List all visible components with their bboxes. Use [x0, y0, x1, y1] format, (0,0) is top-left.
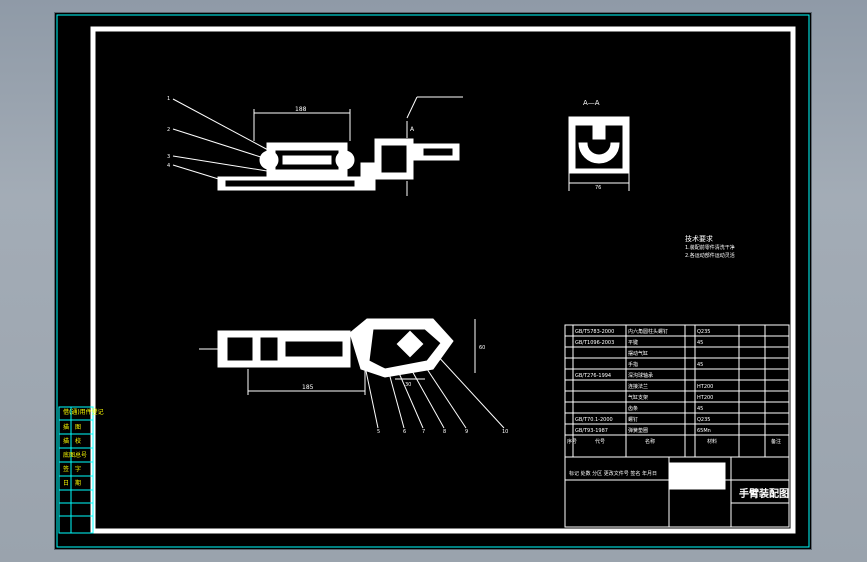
side-label-4: 底图总号 [63, 451, 87, 459]
side-label-6: 日 期 [63, 479, 81, 487]
bom-cell-name: 连接法兰 [628, 383, 648, 390]
top-view[interactable]: 185 30 60 [199, 318, 505, 429]
bom-cell-name: 弹簧垫圈 [628, 427, 648, 434]
balloon-9: 9 [465, 429, 468, 435]
bom-header-name: 名称 [645, 438, 655, 445]
drawing-svg: 借(通)用件登记 描 图 描 校 底图总号 签 字 日 期 [56, 14, 810, 548]
bom-cell-mat: 65Mn [697, 428, 711, 434]
section-label: A—A [583, 99, 600, 107]
section-dim: 76 [595, 185, 601, 191]
title-block-marks: 标记 处数 分区 更改文件号 签名 年月日 [569, 470, 657, 477]
front-top-dim: 188 [295, 106, 307, 113]
balloon-3: 3 [167, 154, 170, 160]
side-label-1: 借(通)用件登记 [63, 408, 104, 416]
bom-cell-name: 螺钉 [628, 416, 638, 423]
cad-drawing-canvas[interactable]: 借(通)用件登记 描 图 描 校 底图总号 签 字 日 期 [55, 13, 811, 549]
top-bottom-dim: 185 [302, 384, 314, 391]
side-label-5: 签 字 [63, 465, 81, 473]
drawing-frame [90, 26, 796, 534]
balloon-5: 5 [377, 429, 380, 435]
balloon-8: 8 [443, 429, 446, 435]
tech-req-line-1: 1.装配前零件清洗干净 [685, 244, 735, 251]
balloon-4: 4 [167, 163, 170, 169]
tech-req-title: 技术要求 [685, 234, 713, 243]
bom-cell-mat: Q235 [697, 417, 710, 423]
bom-cell-name: 手指 [628, 361, 638, 368]
outer-border [56, 14, 810, 548]
top-dim-30: 30 [405, 382, 411, 388]
bom-cell-mat: 45 [697, 340, 703, 346]
bom-cell-mat: 45 [697, 362, 703, 368]
section-view-aa[interactable]: A—A 76 [568, 99, 630, 191]
top-right-dim: 60 [479, 345, 485, 351]
tech-req-line-2: 2.各运动部件运动灵活 [685, 252, 735, 259]
bom-cell-name: 内六角圆柱头螺钉 [628, 328, 668, 335]
front-view[interactable]: 188 A [172, 96, 463, 196]
balloon-1: 1 [167, 96, 170, 102]
bom-cell-std: GB/T5783-2000 [575, 329, 614, 335]
section-arrow-a: A [410, 126, 415, 133]
bom-header-seq: 序号 [567, 438, 577, 445]
bom-cell-std: GB/T276-1994 [575, 373, 611, 379]
bom-cell-std: GB/T70.1-2000 [575, 417, 613, 423]
title-block[interactable]: 手臂装配图 标记 处数 分区 更改文件号 签名 年月日 [564, 456, 790, 528]
balloon-6: 6 [403, 429, 406, 435]
drawing-title: 手臂装配图 [739, 487, 789, 500]
bom-header-mat: 材料 [707, 438, 717, 445]
bom-cell-mat: 45 [697, 406, 703, 412]
bom-cell-name: 齿条 [628, 405, 638, 412]
technical-requirements: 技术要求 1.装配前零件清洗干净 2.各运动部件运动灵活 [685, 234, 735, 259]
bom-cell-std: GB/T1096-2003 [575, 340, 614, 346]
bom-header-code: 代号 [595, 438, 605, 445]
part-balloons: 1 2 3 4 5 6 7 8 9 10 [167, 96, 508, 435]
bom-cell-mat: HT200 [697, 395, 713, 401]
balloon-10: 10 [502, 429, 508, 435]
bom-header-note: 备注 [771, 438, 781, 445]
bom-cell-name: 平键 [628, 339, 638, 346]
bom-cell-mat: HT200 [697, 384, 713, 390]
side-label-3: 描 校 [63, 437, 81, 445]
side-strip: 借(通)用件登记 描 图 描 校 底图总号 签 字 日 期 [58, 406, 104, 534]
bom-cell-name: 摆动气缸 [628, 350, 648, 357]
side-label-2: 描 图 [63, 423, 81, 431]
balloon-7: 7 [422, 429, 425, 435]
bom-cell-name: 深沟球轴承 [628, 372, 653, 379]
balloon-2: 2 [167, 127, 170, 133]
bom-cell-name: 气缸支架 [628, 394, 648, 401]
bom-cell-std: GB/T93-1987 [575, 428, 608, 434]
bom-cell-mat: Q235 [697, 329, 710, 335]
